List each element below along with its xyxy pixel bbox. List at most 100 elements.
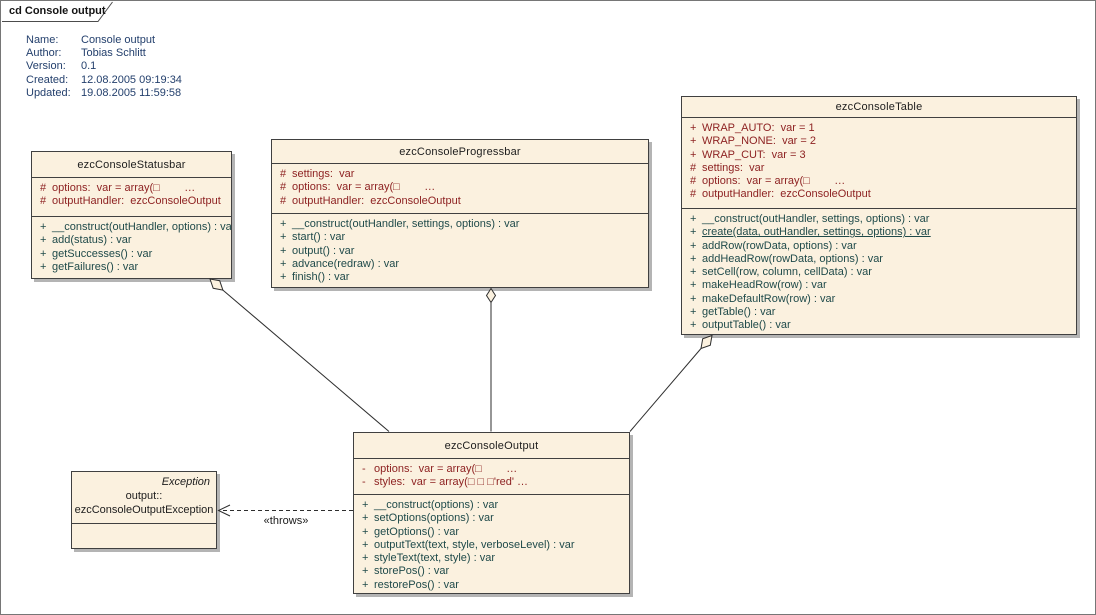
attribute-row: # options: var = array(□ … [32, 182, 231, 195]
method-row: + addRow(rowData, options) : var [682, 240, 1076, 253]
visibility-marker: + [362, 552, 369, 565]
method-text: styleText(text, style) : var [374, 552, 496, 565]
visibility-marker: + [690, 239, 697, 252]
class-box-ezcConsoleProgressbar[interactable]: ezcConsoleProgressbar #settings: var #op… [271, 139, 649, 288]
class-title: ezcConsoleStatusbar [32, 152, 231, 178]
attribute-row: + WRAP_NONE: var = 2 [682, 135, 1076, 148]
visibility-marker: + [362, 512, 369, 525]
method-text: outputTable() : var [702, 319, 791, 332]
method-row: + addHeadRow(rowData, options) : var [682, 253, 1076, 266]
method-row-static-create: +create(data, outHandler, settings, opti… [682, 226, 1076, 239]
visibility-marker: + [690, 135, 697, 148]
methods-compartment: +__construct(options) : var +setOptions(… [354, 495, 629, 593]
attribute-text: options: var = array(□ … [292, 181, 436, 194]
exception-stereotype: Exception [161, 476, 210, 488]
method-row: +getTable() : var [682, 306, 1076, 319]
attribute-text: outputHandler: ezcConsoleOutput [52, 195, 221, 208]
method-row: + getSuccesses() : var [32, 248, 231, 261]
methods-compartment: + __construct(outHandler, settings, optio… [272, 214, 648, 287]
exception-name-line2: ezcConsoleOutputException [74, 504, 214, 516]
meta-value: Console output [81, 34, 155, 46]
visibility-marker: + [362, 578, 369, 591]
visibility-marker: + [280, 244, 287, 257]
visibility-marker: + [280, 218, 287, 230]
method-row: + getOptions() : var [354, 526, 629, 539]
visibility-marker: + [362, 525, 369, 538]
method-row: + finish() : var [272, 271, 648, 284]
attribute-text: WRAP_NONE: var = 2 [702, 135, 817, 148]
method-text: advance(redraw) : var [292, 257, 399, 270]
throws-stereotype-label: «throws» [263, 515, 309, 527]
attribute-row: #settings: var [272, 168, 648, 181]
attribute-text: options: var = array(□ … [374, 463, 518, 475]
class-box-ezcConsoleOutput[interactable]: ezcConsoleOutput -options: var = array(□… [353, 432, 630, 594]
exception-name-compartment: Exception output:: ezcConsoleOutputExcep… [72, 472, 216, 523]
attribute-text: WRAP_CUT: var = 3 [702, 148, 806, 161]
visibility-marker: + [40, 247, 47, 260]
visibility-marker: # [280, 194, 287, 207]
attributes-compartment: # options: var = array(□ … #outputHandler… [32, 178, 231, 217]
meta-row-version: Version:0.1 [26, 60, 182, 73]
visibility-marker: + [362, 499, 369, 511]
meta-label: Version: [26, 60, 66, 73]
visibility-marker: + [690, 292, 697, 305]
attribute-text: options: var = array(□ … [52, 182, 196, 194]
attribute-row: # options: var = array(□ … [272, 181, 648, 194]
visibility-marker: + [690, 252, 697, 265]
class-box-ezcConsoleOutputException[interactable]: Exception output:: ezcConsoleOutputExcep… [71, 471, 217, 549]
method-text: create(data, outHandler, settings, optio… [702, 226, 931, 239]
diagram-tab-label: cd Console output [9, 5, 106, 17]
method-text: addRow(rowData, options) : var [702, 239, 857, 252]
visibility-marker: + [40, 260, 47, 273]
method-row: +start() : var [272, 231, 648, 244]
meta-value: 19.08.2005 11:59:58 [81, 86, 182, 99]
attribute-row: #options: var = array(□ … [682, 175, 1076, 188]
method-row: +add(status) : var [32, 234, 231, 247]
meta-row-created: Created:12.08.2005 09:19:34 [26, 74, 182, 87]
attributes-compartment: #settings: var # options: var = array(□ …… [272, 164, 648, 214]
method-text: __construct(outHandler, settings, option… [292, 218, 520, 230]
class-title: ezcConsoleOutput [354, 433, 629, 459]
attribute-text: styles: var = array(□ □ □'red' … [374, 476, 529, 489]
method-row: +output() : var [272, 245, 648, 258]
visibility-marker: # [690, 161, 697, 174]
method-text: __construct(options) : var [374, 499, 499, 511]
method-row: + __construct(outHandler, settings, optio… [272, 218, 648, 231]
visibility-marker: + [280, 271, 287, 284]
meta-value: Tobias Schlitt [81, 47, 146, 60]
methods-compartment: + __construct(outHandler, settings, optio… [682, 209, 1076, 334]
method-text: outputText(text, style, verboseLevel) : … [374, 538, 575, 551]
method-text: finish() : var [292, 271, 350, 284]
method-row: + __construct(options) : var [354, 499, 629, 512]
visibility-marker: # [280, 181, 287, 194]
method-row: +makeHeadRow(row) : var [682, 279, 1076, 292]
method-row: + storePos() : var [354, 565, 629, 578]
visibility-marker: + [362, 565, 369, 578]
visibility-marker: # [280, 168, 287, 180]
visibility-marker: # [40, 182, 47, 194]
attribute-row: #outputHandler: ezcConsoleOutput [272, 195, 648, 208]
method-row: + styleText(text, style) : var [354, 552, 629, 565]
visibility-marker: - [362, 476, 366, 489]
method-text: makeDefaultRow(row) : var [702, 292, 836, 305]
method-text: getOptions() : var [374, 525, 459, 538]
visibility-marker: + [690, 306, 697, 319]
attribute-row: +WRAP_AUTO: var = 1 [682, 122, 1076, 135]
attribute-row: -options: var = array(□ … [354, 463, 629, 476]
method-text: storePos() : var [374, 565, 450, 578]
attribute-row: #outputHandler: ezcConsoleOutput [32, 195, 231, 208]
visibility-marker: - [362, 463, 366, 475]
method-text: __construct(outHandler, settings, option… [702, 213, 930, 225]
method-text: getSuccesses() : var [52, 247, 153, 260]
methods-compartment: +__construct(outHandler, options) : var … [32, 217, 231, 278]
meta-label: Author: [26, 47, 62, 60]
meta-value: 12.08.2005 09:19:34 [81, 73, 182, 86]
method-row: +outputText(text, style, verboseLevel) :… [354, 539, 629, 552]
class-box-ezcConsoleStatusbar[interactable]: ezcConsoleStatusbar # options: var = arra… [31, 151, 232, 279]
method-row: +getFailures() : var [32, 261, 231, 274]
class-box-ezcConsoleTable[interactable]: ezcConsoleTable +WRAP_AUTO: var = 1 +WRA… [681, 96, 1077, 335]
method-row: +advance(redraw) : var [272, 258, 648, 271]
method-text: addHeadRow(rowData, options) : var [702, 252, 883, 265]
visibility-marker: + [690, 148, 697, 161]
